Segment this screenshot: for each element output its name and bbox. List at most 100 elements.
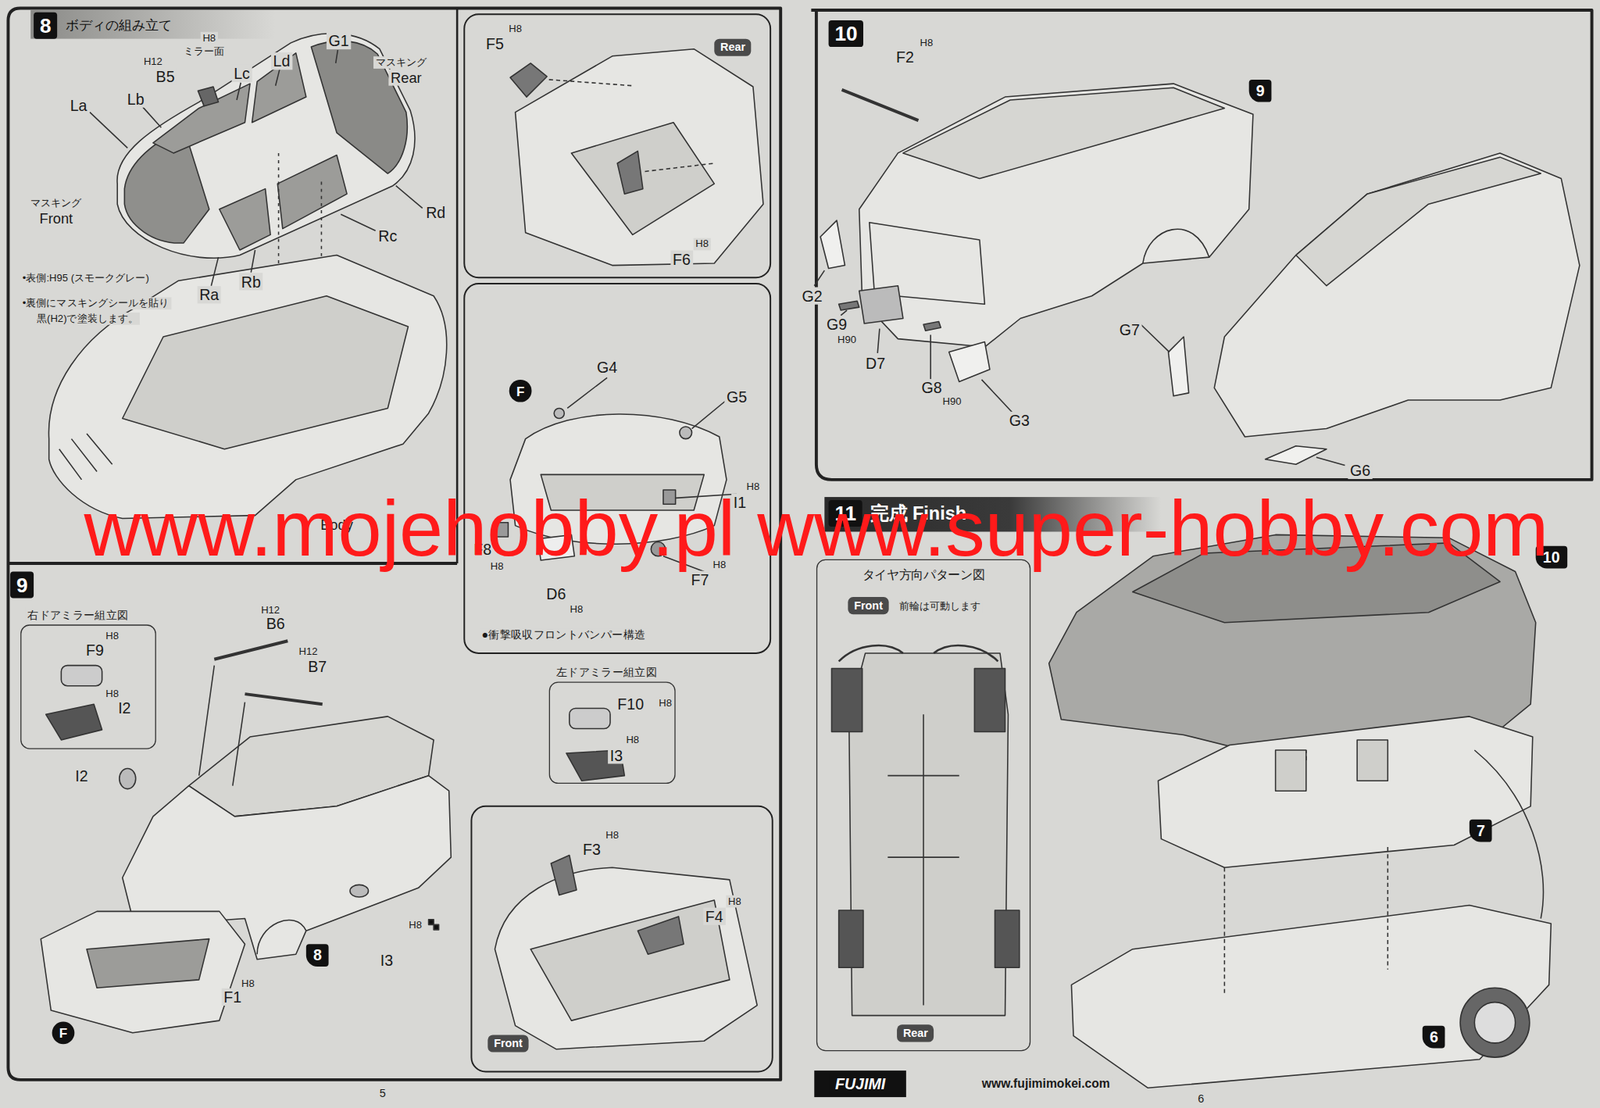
part-i2 [46,703,103,740]
side-window [277,155,347,229]
node-text: 8 [39,14,52,37]
paint-code: H8 [567,603,586,615]
part-f4 [637,916,684,954]
logo-plate [814,1070,907,1097]
part-number: I3 [607,746,625,765]
brand-logo: FUJIMI [828,1074,892,1094]
part-number: G5 [724,388,749,407]
japanese-note: ミラー面 [181,45,226,58]
part-number: G8 [919,378,944,397]
part-number: F9 [83,641,106,660]
steer-arrow [839,645,999,661]
part-number: Ra [197,285,222,304]
greenhouse [903,87,1225,179]
seat [1357,739,1388,781]
part-number: B7 [306,657,329,676]
paint-code: H8 [407,918,425,931]
step11-drawing [831,534,1551,1088]
step-reference: 9 [1249,79,1272,103]
tire [839,910,864,968]
part-number: F4 [703,907,725,926]
wheel-arch [257,919,307,954]
underside-view [849,653,1009,1016]
paint-code: H8 [103,688,122,700]
part-number: La [67,96,90,115]
part-number: G2 [800,287,825,306]
paint-code: H12 [296,645,320,658]
part-number: G4 [594,358,619,377]
page-frames [7,7,1592,1079]
part-i2 [119,768,136,790]
inset-box: タイヤ方向パターン図FrontRear [816,559,1031,1052]
seat [1275,750,1307,791]
node-text: 右ドアミラー組立図 [25,607,132,623]
car-body-front [1214,153,1580,437]
node-text: 8 [313,946,322,964]
view-tag: Rear [714,39,752,57]
step-number: 9 [10,571,34,598]
part-g6 [1265,446,1327,465]
paint-code: H8 [693,238,711,250]
part-number: Ld [271,52,293,71]
tire [994,910,1019,968]
bumper-grille [86,939,210,989]
part-number: G7 [1117,321,1142,340]
paint-code: H8 [657,696,675,709]
sub-panel [471,806,772,1072]
node-text: 7 [1476,821,1486,839]
part-i3 [350,884,369,897]
part-number: Lc [232,64,253,83]
tire [831,668,862,733]
paint-code: H8 [917,36,936,49]
part-g5 [679,426,693,440]
part-number: F3 [580,839,603,858]
part-number: D6 [544,585,568,604]
part-number: F2 [893,48,916,67]
part-f9 [60,665,102,686]
part-number: G3 [1007,411,1032,430]
part-number: Lb [125,89,147,108]
part-number: Rc [376,226,400,245]
part-g8 [923,321,941,331]
part-number: F7 [689,571,711,590]
tire [974,668,1005,733]
part-number: G1 [326,32,351,50]
leader-line [199,665,246,786]
part-g9 [839,300,860,311]
paint-code: H8 [624,733,642,746]
grille-detail [59,433,113,480]
part-number: F6 [670,250,693,268]
step-reference: 7 [1469,819,1493,843]
front-bumper [40,910,245,1033]
subassembly-marker: F [509,379,533,403]
wheel [1460,987,1530,1058]
node-text: Rear [903,1026,929,1040]
mirror-part [197,86,218,107]
side-window [153,83,250,154]
paint-code: H8 [200,32,218,44]
part-number: F5 [483,35,506,54]
part-f3 [550,855,577,896]
japanese-note: 前輪は可動します [896,600,983,612]
node-text: Rear [720,40,746,54]
node-text: 9 [1256,81,1265,99]
node-text: 左ドアミラー組立図 [553,664,660,680]
part-number: Rd [424,203,448,222]
side-window [252,53,307,123]
paint-code: H8 [507,22,525,35]
part-g4 [553,407,565,418]
node-text: Front [853,599,883,612]
guide-line [549,79,715,172]
step-reference: 6 [1422,1025,1446,1049]
leader-line [814,270,1345,465]
watermark: www.mojehobby.pl www.super-hobby.com [82,483,1551,575]
instruction-note: •裏側にマスキングシールを貼り [20,296,172,309]
mirror-symbol [428,919,435,925]
window-glass-part [117,33,415,258]
car-body-shell [48,255,447,519]
part-f10 [569,707,611,729]
part-number: G9 [824,315,849,334]
part-g7 [1168,336,1190,397]
chassis [1071,905,1551,1089]
